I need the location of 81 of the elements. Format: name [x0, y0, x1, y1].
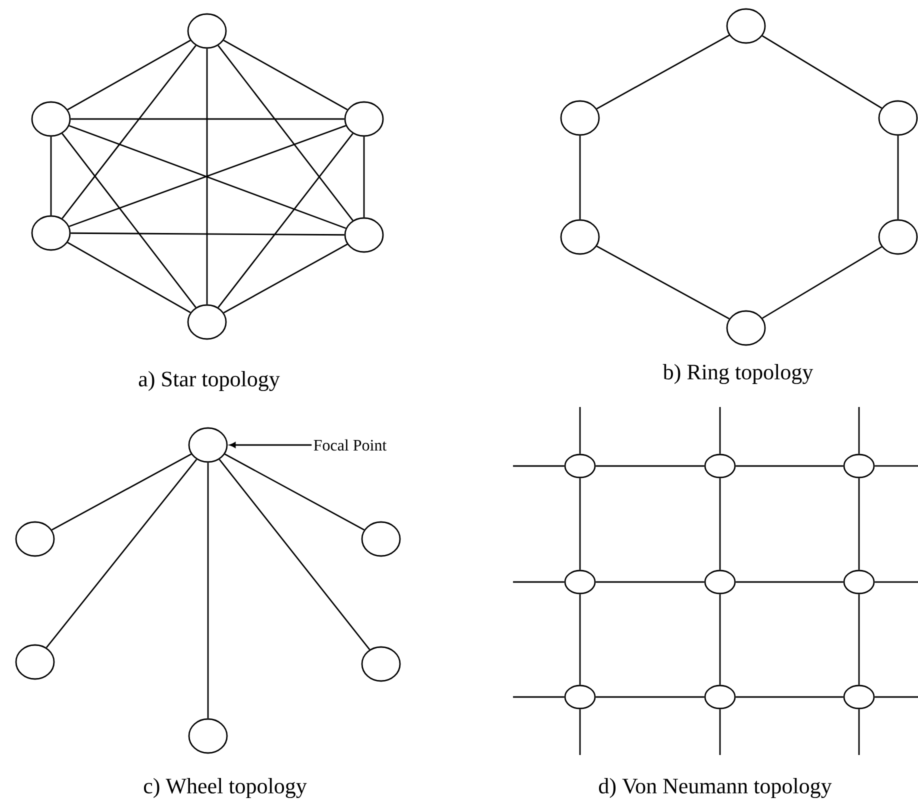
connector-line	[596, 581, 704, 583]
caption: d) Von Neumann topology	[599, 778, 832, 798]
connector-line	[762, 246, 882, 319]
node-ellipse	[187, 13, 227, 49]
connector-line	[223, 40, 348, 110]
connector-line	[719, 478, 721, 570]
node-label: Focal Point	[314, 439, 387, 451]
node-ellipse	[704, 570, 736, 594]
caption: b) Ring topology	[662, 364, 814, 384]
connector-line	[579, 407, 581, 454]
node-ellipse	[564, 454, 596, 478]
node-ellipse	[187, 304, 227, 340]
connector-line	[579, 136, 581, 220]
node-ellipse	[361, 646, 401, 682]
connector-line	[363, 136, 365, 218]
node-ellipse	[188, 427, 228, 463]
connector-line	[52, 454, 192, 530]
connector-line	[596, 34, 730, 110]
arrow	[230, 442, 312, 448]
node-ellipse	[361, 521, 401, 557]
node-ellipse	[188, 718, 228, 754]
node-ellipse	[704, 454, 736, 478]
connector-line	[874, 465, 918, 467]
connector-line	[50, 136, 52, 216]
connector-line	[719, 709, 721, 755]
node-ellipse	[560, 100, 600, 136]
connector-line	[224, 454, 364, 530]
node-ellipse	[564, 570, 596, 594]
connector-line	[513, 465, 564, 467]
node-ellipse	[878, 100, 918, 136]
node-ellipse	[31, 101, 71, 137]
connector-line	[596, 246, 730, 320]
connector-line	[736, 465, 844, 467]
node-ellipse	[564, 684, 596, 710]
node-ellipse	[344, 101, 384, 137]
connector-line	[858, 478, 860, 570]
connector-line	[207, 462, 209, 718]
node-ellipse	[843, 570, 875, 594]
caption: c) Wheel topology	[144, 778, 307, 798]
node-ellipse	[15, 644, 55, 680]
connector-line	[874, 581, 918, 583]
connector-line	[218, 45, 354, 221]
connector-line	[513, 696, 564, 698]
node-ellipse	[344, 217, 384, 253]
connector-line	[719, 407, 721, 454]
node-ellipse	[15, 521, 55, 557]
connector-line	[62, 133, 196, 308]
connector-line	[513, 581, 564, 583]
connector-line	[762, 35, 882, 109]
connector-line	[858, 709, 860, 755]
connector-line	[46, 458, 198, 648]
connector-line	[218, 133, 354, 308]
connector-line	[719, 594, 721, 685]
connector-line	[62, 45, 196, 219]
connector-line	[596, 696, 704, 698]
node-ellipse	[878, 219, 918, 255]
connector-line	[897, 136, 899, 220]
connector-line	[223, 244, 348, 314]
connector-line	[70, 232, 344, 236]
connector-line	[596, 465, 704, 467]
connector-line	[874, 696, 918, 698]
node-ellipse	[843, 684, 875, 710]
connector-line	[218, 459, 370, 650]
node-ellipse	[843, 454, 875, 478]
connector-line	[67, 40, 191, 110]
connector-line	[736, 581, 844, 583]
connector-line	[70, 118, 344, 120]
connector-line	[579, 594, 581, 685]
node-ellipse	[31, 215, 71, 251]
connector-line	[858, 407, 860, 454]
connector-line	[858, 594, 860, 685]
connector-line	[579, 709, 581, 755]
caption: a) Star topology	[138, 371, 280, 392]
connector-line	[67, 242, 191, 314]
node-ellipse	[560, 219, 600, 255]
node-ellipse	[726, 310, 766, 346]
node-ellipse	[704, 684, 736, 710]
connector-line	[579, 478, 581, 570]
node-ellipse	[726, 8, 766, 44]
connector-line	[736, 696, 844, 698]
connector-line	[206, 48, 208, 304]
